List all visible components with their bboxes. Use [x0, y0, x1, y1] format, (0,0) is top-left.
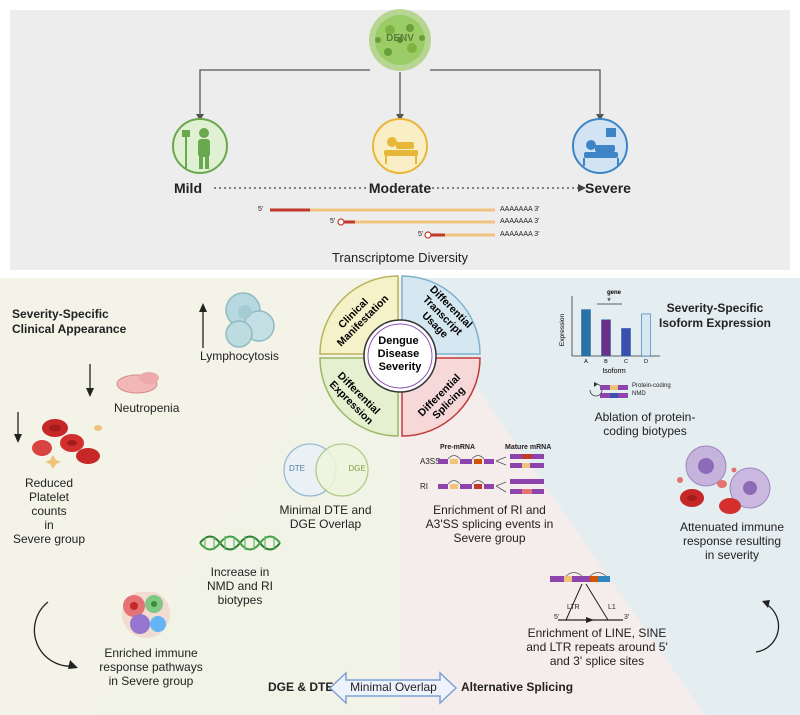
severity-mild: Mild	[174, 180, 202, 196]
a3ss-label: A3SS	[420, 457, 441, 466]
mature-mrna-isoforms	[510, 454, 544, 494]
platelet-icon	[14, 412, 102, 469]
poly-a-label: AAAAAAA 3'	[500, 206, 540, 213]
mature-mrna-label: Mature mRNA	[505, 444, 552, 451]
five-prime-label: 5'	[330, 218, 336, 225]
chart-ylabel: Expression	[559, 314, 566, 347]
biotype-legend	[589, 382, 628, 398]
venn-diagram	[283, 443, 369, 497]
severity-moderate: Moderate	[368, 180, 432, 196]
chart-title: gene	[607, 290, 622, 296]
severity-connectors	[199, 69, 601, 118]
ri-pre-mrna	[438, 480, 494, 489]
ri-label: RI	[420, 482, 428, 491]
neutrophil-icon	[86, 364, 159, 397]
transcript-isoforms	[270, 208, 495, 239]
left-heading: Severity-Specific Clinical Appearance	[12, 307, 127, 336]
five-prime-label: 5'	[418, 231, 424, 238]
bar-A	[581, 309, 591, 357]
right-heading: Severity-Specific Isoform Expression	[658, 301, 772, 330]
central-quadrant-svg: Clinical Manifestation Differential Tran…	[319, 275, 481, 437]
l1-label: L1	[608, 604, 616, 611]
top-diagram-svg	[172, 9, 628, 239]
splicing-arrows	[495, 456, 507, 493]
enriched-immune-icon	[33, 592, 170, 669]
repeat-three-prime: 3'	[624, 614, 630, 621]
lymphocytosis-label: Lymphocytosis	[200, 349, 279, 363]
platelet-caption: Reduced Platelet counts in Severe group	[12, 476, 86, 546]
splicing-region	[400, 278, 705, 715]
tick-label-A: A	[584, 359, 588, 365]
moderate-patient-icon	[372, 118, 428, 174]
poly-a-label: AAAAAAA 3'	[500, 231, 540, 238]
splicing-events-diagram	[438, 454, 544, 494]
venn-dte-label: DTE	[289, 464, 305, 473]
left-region	[0, 278, 400, 715]
a3ss-pre-mrna	[438, 455, 494, 464]
splicing-caption: Enrichment of RI and A3'SS splicing even…	[425, 503, 554, 545]
repeat-five-prime: 5'	[554, 614, 560, 621]
significance-marker: *	[607, 296, 611, 306]
mild-patient-icon	[172, 118, 228, 174]
attenuated-immune-caption: Attenuated immune response resulting in …	[679, 520, 785, 562]
cycle-arrow-right	[755, 600, 780, 653]
bar-B	[601, 319, 611, 357]
ltr-label: LTR	[567, 604, 580, 611]
nmd-caption: Increase in NMD and RI biotypes	[206, 565, 274, 607]
severe-patient-icon	[572, 118, 628, 174]
arrowhead	[196, 114, 204, 121]
severity-severe: Severe	[585, 180, 631, 196]
lymphocyte-icon	[199, 292, 275, 348]
arrowhead	[596, 114, 604, 121]
arrowhead	[396, 114, 404, 121]
right-region	[400, 278, 800, 715]
pre-mrna-label: Pre-mRNA	[440, 444, 476, 451]
isoform-chart: gene Expression A B C D * Isoform	[559, 290, 660, 375]
virus-label: DENV	[386, 33, 414, 44]
immune-pathway-caption: Enriched immune response pathways in Sev…	[99, 646, 203, 688]
repeat-elements-diagram	[550, 572, 623, 623]
poly-a-label: AAAAAAA 3'	[500, 218, 540, 225]
tick-label-D: D	[644, 359, 648, 365]
bar-C	[621, 328, 631, 357]
tick-label-B: B	[604, 359, 608, 365]
legend-nmd: NMD	[632, 391, 646, 397]
center-circle-ring	[367, 323, 433, 389]
bar-D	[641, 313, 651, 357]
tick-label-C: C	[624, 359, 628, 365]
repeat-caption: Enrichment of LINE, SINE and LTR repeats…	[526, 626, 668, 668]
center-title: Dengue Disease Severity	[378, 335, 423, 373]
chart-xlabel: Isoform	[602, 368, 626, 375]
neutropenia-label: Neutropenia	[114, 401, 180, 415]
minimal-overlap-label: Minimal Overlap	[350, 680, 437, 694]
attenuated-immune-icon	[677, 445, 771, 514]
transcriptome-diversity-caption: Transcriptome Diversity	[331, 250, 469, 265]
virus-icon	[369, 9, 431, 71]
chart-caption: Ablation of protein- coding biotypes	[594, 410, 696, 438]
five-prime-label: 5'	[258, 206, 264, 213]
alternative-splicing-label: Alternative Splicing	[461, 680, 574, 694]
severity-axis-arrowhead	[578, 184, 586, 192]
venn-dge-label: DGE	[348, 464, 366, 473]
dna-icon	[199, 535, 281, 551]
dge-dte-label: DGE & DTEs	[268, 680, 341, 694]
legend-protein-coding: Protein-coding	[632, 383, 671, 389]
double-arrow	[328, 671, 458, 705]
bottom-background-svg	[0, 278, 800, 715]
venn-caption: Minimal DTE and DGE Overlap	[279, 503, 372, 531]
